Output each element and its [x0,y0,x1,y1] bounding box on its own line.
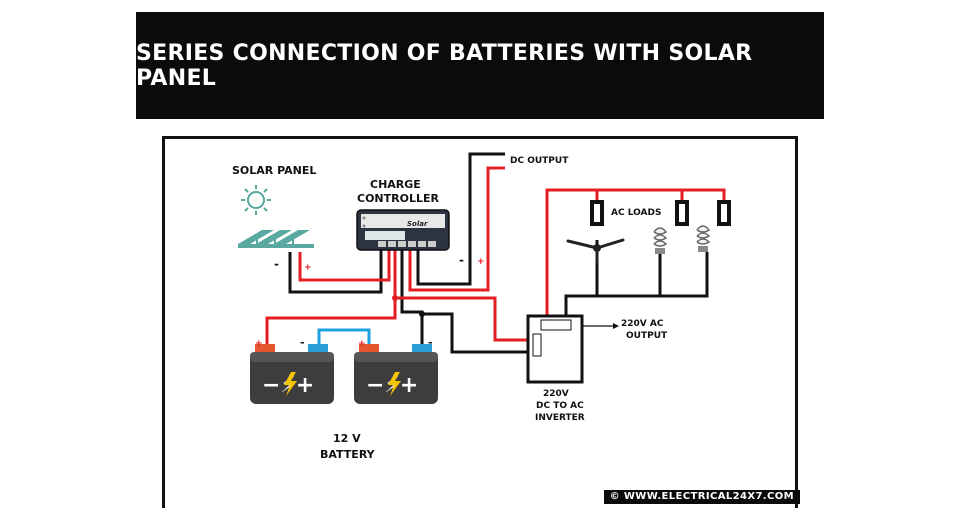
solar-panel-icon [238,230,314,248]
wire-dc-output-negative [416,152,505,286]
dc-minus: - [459,253,464,267]
wire-solar-negative [288,246,383,294]
switch-icon-2 [675,200,689,226]
bat2-minus: - [428,336,433,349]
wire-ac-live [545,188,726,322]
wire-battery-negative [400,246,424,344]
charge-controller [356,209,450,251]
wire-ac-neutral [564,252,709,322]
website-credit[interactable]: © WWW.ELECTRICAL24X7.COM [603,490,800,504]
dc-output-label: DC OUTPUT [510,156,569,166]
sun-icon [241,185,271,215]
inverter-label-1: 220V [543,389,569,399]
controller-brand: Solar [407,220,428,228]
battery-voltage-label: 12 V [333,432,361,445]
controller-label: CONTROLLER [357,192,439,205]
bat1-plus: + [255,339,263,349]
battery-2-face: −⚡+ [366,373,418,398]
ac-output-label-2: OUTPUT [626,331,668,341]
charge-label: CHARGE [370,178,421,191]
wire-dc-output-positive [408,166,505,292]
wire-inverter-positive [395,296,530,342]
wire-solar-positive [298,246,391,282]
bulb-icon-1 [653,227,668,254]
wire-battery-positive [265,246,397,344]
bulb-icon-2 [696,225,711,252]
diagram-frame [162,136,798,508]
ac-loads-label: AC LOADS [611,208,661,218]
switch-icon-3 [717,200,731,226]
inverter [526,314,584,384]
bat1-minus: - [300,336,305,349]
bat2-plus: + [358,339,366,349]
ac-output-label-1: 220V AC [621,319,664,329]
inverter-label-3: INVERTER [535,413,585,423]
solar-panel-label: SOLAR PANEL [232,164,316,177]
inverter-label-2: DC TO AC [536,401,584,411]
title-bar: SERIES CONNECTION OF BATTERIES WITH SOLA… [136,12,824,119]
battery-label: BATTERY [320,448,376,461]
solar-plus: + [304,263,312,273]
solar-minus: - [274,257,279,271]
dc-plus: + [477,257,485,267]
wire-inverter-negative [422,312,530,354]
battery-1-face: −⚡+ [262,373,314,398]
wire-battery-link [317,328,371,344]
diagram-title: SERIES CONNECTION OF BATTERIES WITH SOLA… [136,40,753,91]
switch-icon-1 [590,200,604,226]
